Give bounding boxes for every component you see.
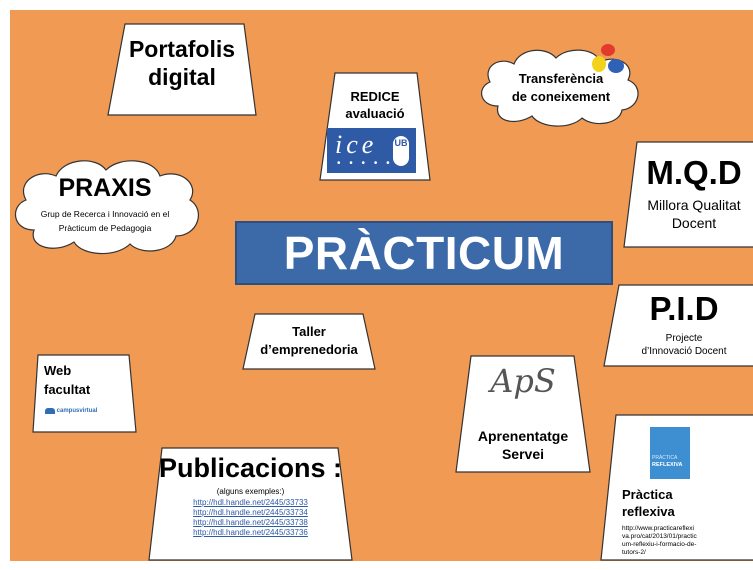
mqd-line2: Docent [671,215,717,231]
trapezoid-shape [32,354,137,433]
transfer-logo-icon [592,44,624,73]
ice-logo-dots: • • • • • • [337,158,405,169]
portafolis-node: Portafolis digital [107,23,257,116]
transferencia-line1: Transferència [518,71,604,86]
praxis-line1: Grup de Recerca i Innovació en el [40,209,170,219]
cloud-shape [15,160,199,255]
trapezoid-shape [603,284,753,367]
pid-title: P.I.D [649,290,719,327]
ice-logo-text: ice [335,130,378,159]
transferencia-node: Transferència de coneixement [476,44,646,128]
book-title-line2: REFLEXIVA [652,462,683,468]
pid-line1: Projecte [665,333,703,344]
campus-logo-icon [45,408,55,414]
book-title-line1: PRÀCTICA [652,455,678,461]
aps-logo: ApS [490,362,556,400]
publication-link[interactable]: http://hdl.handle.net/2445/33733 [193,498,308,507]
trapezoid-shape [455,355,591,473]
portafolis-line1: Portafolis [128,36,236,62]
reflexiva-url-line: va.pro/cat/2013/01/practic [622,533,697,540]
campus-virtual-logo: campusvirtual [45,408,97,415]
publication-link[interactable]: http://hdl.handle.net/2445/33738 [193,518,308,527]
web-line2: facultat [44,382,91,397]
practica-reflexiva-node: PRÀCTICA REFLEXIVA Pràctica reflexiva ht… [600,414,753,561]
taller-node: Taller d’emprenedoria [242,313,376,370]
web-facultat-node: Web facultat campusvirtual [32,354,137,433]
reflexiva-url-line: tutors-2/ [622,549,646,556]
trapezoid-shape [148,447,353,561]
praxis-node: PRAXIS Grup de Recerca i Innovació en el… [10,156,200,256]
aps-line2: Servei [501,446,545,462]
book-cover-image: PRÀCTICA REFLEXIVA [650,427,690,479]
publication-links: http://hdl.handle.net/2445/33733 http://… [148,498,353,538]
praxis-line2: Pràcticum de Pedagogia [58,223,152,233]
web-line1: Web [44,363,72,378]
aps-line1: Aprenentatge [477,428,569,444]
reflexiva-url: http://www.practicareflexi va.pro/cat/20… [622,525,747,557]
publicacions-node: Publicacions : (alguns exemples:) http:/… [148,447,353,561]
mqd-line1: Millora Qualitat [647,197,741,213]
redice-line2: avaluació [345,106,405,121]
publication-link[interactable]: http://hdl.handle.net/2445/33734 [193,508,308,517]
redice-line1: REDICE [350,89,400,104]
pid-line2: d’Innovació Docent [641,346,727,357]
publicacions-title: Publicacions : [158,453,343,483]
trapezoid-shape [107,23,257,116]
trapezoid-shape [623,141,753,248]
mqd-title: M.Q.D [646,154,742,191]
transferencia-line2: de coneixement [511,89,611,104]
campus-logo-text: campusvirtual [56,408,98,414]
mind-map-slide: Portafolis digital REDICE avaluació ice … [10,10,753,561]
reflexiva-url-line: um-reflexiu-i-formacio-de- [622,541,697,548]
publicacions-subtitle: (alguns exemples:) [216,487,285,496]
ub-badge: UB [393,136,409,166]
praxis-title: PRAXIS [58,174,152,202]
ice-ub-logo: ice • • • • • • UB [327,128,416,173]
trapezoid-shape [242,313,376,370]
reflexiva-line1: Pràctica [622,487,673,502]
pid-node: P.I.D Projecte d’Innovació Docent [603,284,753,367]
reflexiva-line2: reflexiva [622,504,675,519]
taller-line1: Taller [292,324,326,339]
reflexiva-url-line: http://www.practicareflexi [622,525,694,532]
portafolis-line2: digital [148,64,216,90]
redice-node: REDICE avaluació ice • • • • • • UB [319,72,431,181]
aps-node: ApS Aprenentatge Servei [455,355,591,473]
practicum-title: PRÀCTICUM [235,221,613,285]
trapezoid-shape [600,414,753,561]
taller-line2: d’emprenedoria [260,342,358,357]
mqd-node: M.Q.D Millora Qualitat Docent [623,141,753,248]
publication-link[interactable]: http://hdl.handle.net/2445/33736 [193,528,308,537]
